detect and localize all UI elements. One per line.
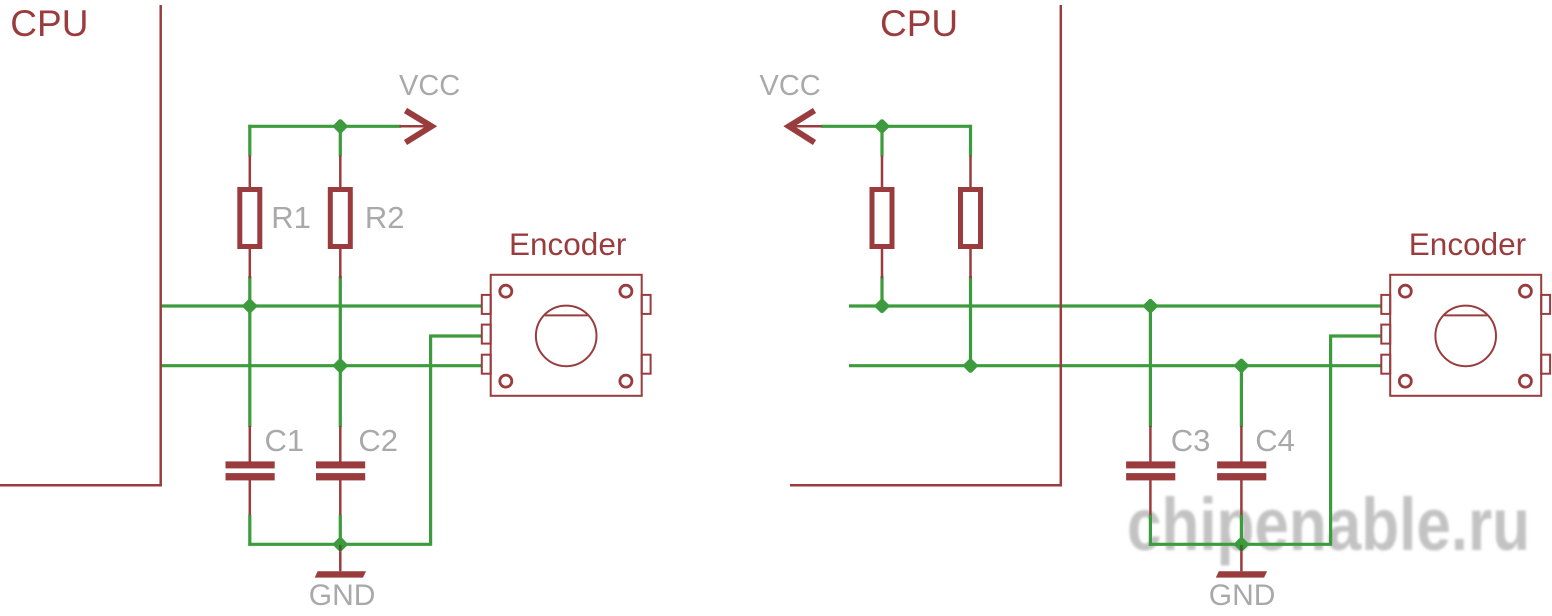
svg-text:R2: R2 (365, 200, 405, 235)
svg-text:GND: GND (1209, 579, 1276, 612)
svg-text:C2: C2 (358, 423, 398, 458)
svg-text:GND: GND (309, 579, 376, 612)
svg-text:chipenable.ru: chipenable.ru (1127, 483, 1530, 566)
svg-text:VCC: VCC (760, 70, 821, 102)
svg-text:C4: C4 (1255, 423, 1295, 458)
svg-text:R1: R1 (271, 200, 311, 235)
svg-text:C3: C3 (1171, 423, 1211, 458)
svg-text:Encoder: Encoder (1409, 226, 1526, 262)
svg-text:CPU: CPU (10, 3, 88, 44)
svg-text:C1: C1 (265, 423, 305, 458)
svg-text:Encoder: Encoder (509, 226, 626, 262)
svg-text:VCC: VCC (399, 70, 460, 102)
svg-text:CPU: CPU (880, 3, 958, 44)
